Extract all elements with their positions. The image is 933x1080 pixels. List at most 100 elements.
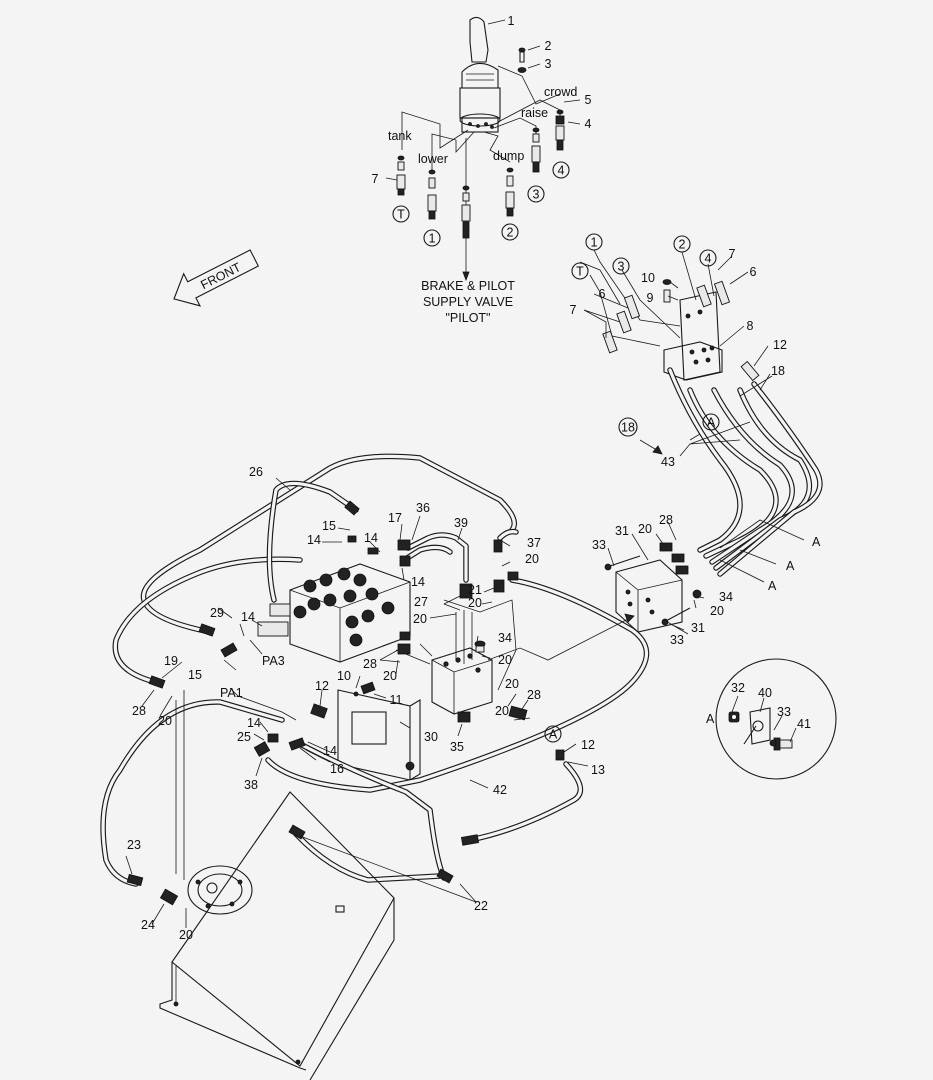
callout-7-left: 7 — [570, 303, 577, 317]
callout-20-j: 20 — [495, 704, 509, 718]
letter-a-2: A — [786, 559, 795, 573]
callout-36: 36 — [416, 501, 430, 515]
brake-valve — [431, 640, 493, 723]
callout-34-block: 34 — [719, 590, 733, 604]
label-dump: dump — [493, 149, 524, 163]
callout-27: 27 — [414, 595, 428, 609]
callout-39: 39 — [454, 516, 468, 530]
callout-6-right: 6 — [750, 265, 757, 279]
callout-14-f: 14 — [323, 744, 337, 758]
main-control-valve — [257, 563, 411, 663]
callout-14-d: 14 — [241, 610, 255, 624]
thin-lines — [175, 599, 635, 880]
manifold-fittings — [579, 249, 760, 382]
callout-32: 32 — [731, 681, 745, 695]
callout-28-right: 28 — [527, 688, 541, 702]
callout-17: 17 — [388, 511, 402, 525]
fittings — [126, 500, 565, 906]
marker-2-right: 2 — [679, 238, 686, 252]
marker-1-top: 1 — [429, 232, 436, 246]
callout-7-top: 7 — [372, 172, 379, 186]
leader-lines — [125, 19, 805, 928]
marker-t-right: T — [576, 265, 584, 279]
label-raise: raise — [521, 106, 548, 120]
letter-a-1: A — [812, 535, 821, 549]
marker-3-right: 3 — [618, 260, 625, 274]
callout-12-top: 12 — [773, 338, 787, 352]
label-tank: tank — [388, 129, 412, 143]
callout-23: 23 — [127, 838, 141, 852]
marker-a-bottom: A — [549, 728, 558, 742]
detail-a-letters: A A A A — [706, 535, 821, 726]
callout-28-left: 28 — [132, 704, 146, 718]
main-hoses — [100, 453, 650, 887]
joystick-port-lines — [401, 65, 561, 282]
callout-25: 25 — [237, 730, 251, 744]
callout-15-b: 15 — [188, 668, 202, 682]
diverter-block — [604, 542, 702, 633]
callout-3: 3 — [545, 57, 552, 71]
pilot-hose-bundle — [639, 367, 823, 577]
callout-41: 41 — [797, 717, 811, 731]
circle-markers: T 1 2 3 4 T 1 3 2 4 A A 18 — [392, 161, 720, 743]
callout-13: 13 — [591, 763, 605, 777]
callout-16: 16 — [330, 762, 344, 776]
callout-1: 1 — [508, 14, 515, 28]
callout-20-f: 20 — [498, 653, 512, 667]
hydraulic-tank — [159, 791, 395, 1080]
detail-a-label: A — [706, 712, 715, 726]
callout-40: 40 — [758, 686, 772, 700]
marker-t-top: T — [397, 208, 405, 222]
callout-22: 22 — [474, 899, 488, 913]
callout-20-g: 20 — [383, 669, 397, 683]
callout-43: 43 — [661, 455, 675, 469]
callout-numbers: 1 2 3 4 5 7 6 6 7 7 8 9 10 12 18 43 31 2… — [127, 14, 811, 942]
callout-4: 4 — [585, 117, 592, 131]
joystick-fittings — [396, 109, 565, 239]
letter-a-3: A — [768, 579, 777, 593]
callout-20-i: 20 — [505, 677, 519, 691]
marker-1-right: 1 — [591, 236, 598, 250]
callout-14-a: 14 — [307, 533, 321, 547]
callout-12-b: 12 — [315, 679, 329, 693]
marker-2-top: 2 — [507, 226, 514, 240]
pilot-manifold — [662, 279, 723, 381]
label-lower: lower — [418, 152, 448, 166]
brake-pilot-label: BRAKE & PILOT SUPPLY VALVE "PILOT" — [421, 279, 515, 325]
callout-8: 8 — [747, 319, 754, 333]
callout-14-b: 14 — [364, 531, 378, 545]
callout-20-k: 20 — [179, 928, 193, 942]
callout-29: 29 — [210, 606, 224, 620]
callout-2: 2 — [545, 39, 552, 53]
callout-10-b: 10 — [337, 669, 351, 683]
callout-14-e: 14 — [247, 716, 261, 730]
detail-a-circle — [715, 658, 837, 780]
callout-20-e: 20 — [413, 612, 427, 626]
callout-10-top: 10 — [641, 271, 655, 285]
callout-9: 9 — [647, 291, 654, 305]
callout-12-c: 12 — [581, 738, 595, 752]
callout-20-c: 20 — [525, 552, 539, 566]
callout-20-h: 20 — [158, 714, 172, 728]
callout-26: 26 — [249, 465, 263, 479]
callout-20-d: 20 — [468, 596, 482, 610]
callout-24: 24 — [141, 918, 155, 932]
callout-33-bottom: 33 — [670, 633, 684, 647]
callout-20-block: 20 — [638, 522, 652, 536]
callout-20-block-b: 20 — [710, 604, 724, 618]
callout-14-c: 14 — [411, 575, 425, 589]
callout-37: 37 — [527, 536, 541, 550]
callout-6-left: 6 — [599, 287, 606, 301]
marker-3-top: 3 — [533, 188, 540, 202]
marker-a-manifold: A — [707, 416, 716, 430]
callout-35: 35 — [450, 740, 464, 754]
callout-5: 5 — [585, 93, 592, 107]
marker-18: 18 — [621, 421, 635, 435]
callout-31-top: 31 — [615, 524, 629, 538]
callout-31-bottom: 31 — [691, 621, 705, 635]
port-labels: tank lower dump raise crowd PA1 PA3 — [220, 85, 577, 700]
callout-33-top: 33 — [592, 538, 606, 552]
brake-label-line-1: BRAKE & PILOT — [421, 279, 515, 293]
